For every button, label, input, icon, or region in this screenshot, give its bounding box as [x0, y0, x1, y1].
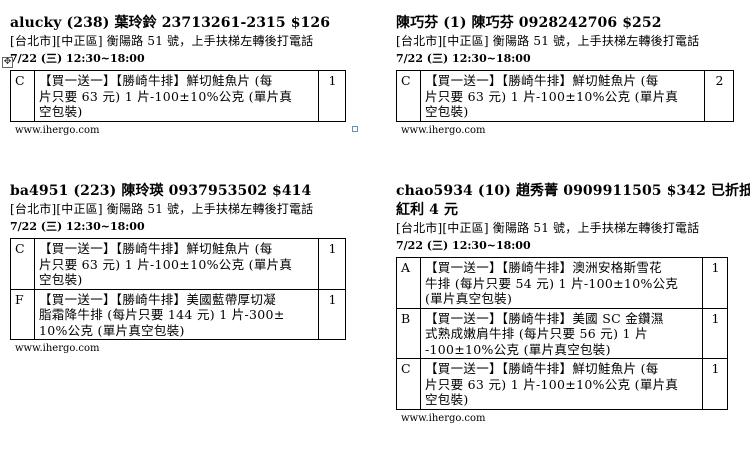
pickup-time: 7/22 (三) 12:30~18:00: [10, 220, 145, 233]
order-card-chen: 陳巧芬 (1) 陳巧芬 0928242706 $252 [台北市][中正區] 衡…: [396, 14, 746, 137]
desc-line: 空包裝): [425, 392, 469, 407]
order-table: C 【買一送一】【勝崎牛排】鮮切鮭魚片 (每 片只要 63 元) 1 片-100…: [396, 70, 734, 122]
site-url: www.ihergo.com: [401, 412, 486, 424]
item-quantity: 1: [318, 70, 346, 122]
site-url: www.ihergo.com: [15, 124, 100, 136]
pickup-time: 7/22 (三) 12:30~18:00: [10, 52, 145, 65]
resize-handle-icon[interactable]: [352, 126, 358, 132]
pickup-address: [台北市][中正區] 衡陽路 51 號，上手扶梯左轉後打電話: [396, 221, 700, 235]
move-handle-icon[interactable]: ✥: [2, 57, 13, 68]
desc-line: (單片真空包裝): [425, 291, 513, 306]
item-description: 【買一送一】【勝崎牛排】美國藍帶厚切凝 脂霜降牛排 (每片只要 144 元) 1…: [34, 288, 319, 340]
desc-line: 【買一送一】【勝崎牛排】鮮切鮭魚片 (每: [425, 361, 659, 376]
item-code: C: [396, 70, 421, 122]
customer-header-continued: 紅利 4 元: [396, 202, 459, 218]
desc-line: 【買一送一】【勝崎牛排】美國藍帶厚切凝: [39, 291, 276, 307]
item-description: 【買一送一】【勝崎牛排】鮮切鮭魚片 (每 片只要 63 元) 1 片-100±1…: [420, 70, 705, 122]
table-row: B 【買一送一】【勝崎牛排】美國 SC 金鑽濕 式熟成嫩肩牛排 (每片只要 56…: [396, 307, 728, 359]
item-quantity: 1: [702, 257, 728, 309]
desc-line: 片只要 63 元) 1 片-100±10%公克 (單片真: [425, 88, 679, 104]
desc-line: 牛排 (每片只要 54 元) 1 片-100±10%公克: [425, 275, 679, 291]
item-code: F: [10, 288, 35, 340]
item-code: C: [396, 358, 421, 410]
table-row: C 【買一送一】【勝崎牛排】鮮切鮭魚片 (每 片只要 63 元) 1 片-100…: [10, 238, 346, 290]
pickup-address: [台北市][中正區] 衡陽路 51 號，上手扶梯左轉後打電話: [10, 202, 314, 216]
table-row: C 【買一送一】【勝崎牛排】鮮切鮭魚片 (每 片只要 63 元) 1 片-100…: [396, 358, 728, 410]
item-quantity: 2: [704, 70, 734, 122]
pickup-time: 7/22 (三) 12:30~18:00: [396, 52, 531, 65]
desc-line: 空包裝): [39, 104, 83, 119]
order-table: C 【買一送一】【勝崎牛排】鮮切鮭魚片 (每 片只要 63 元) 1 片-100…: [10, 70, 346, 122]
item-code: A: [396, 257, 421, 309]
pickup-time: 7/22 (三) 12:30~18:00: [396, 239, 531, 252]
item-quantity: 1: [318, 238, 346, 290]
site-url: www.ihergo.com: [401, 124, 486, 136]
item-description: 【買一送一】【勝崎牛排】鮮切鮭魚片 (每 片只要 63 元) 1 片-100±1…: [34, 238, 319, 290]
order-card-chao5934: chao5934 (10) 趙秀菁 0909911505 $342 已折抵 紅利…: [396, 182, 750, 425]
desc-line: 【買一送一】【勝崎牛排】澳洲安格斯雪花: [425, 260, 662, 275]
desc-line: 【買一送一】【勝崎牛排】鮮切鮭魚片 (每: [39, 241, 273, 256]
desc-line: 式熟成嫩肩牛排 (每片只要 56 元) 1 片: [425, 326, 648, 341]
table-row: C 【買一送一】【勝崎牛排】鮮切鮭魚片 (每 片只要 63 元) 1 片-100…: [10, 70, 346, 122]
item-code: B: [396, 307, 421, 359]
desc-line: 片只要 63 元) 1 片-100±10%公克 (單片真: [39, 88, 293, 104]
item-quantity: 1: [702, 358, 728, 410]
pickup-address: [台北市][中正區] 衡陽路 51 號，上手扶梯左轉後打電話: [396, 34, 700, 48]
desc-line: 片只要 63 元) 1 片-100±10%公克 (單片真: [39, 256, 293, 272]
customer-header: ba4951 (223) 陳玲瑛 0937953502 $414: [10, 183, 312, 199]
desc-line: 【買一送一】【勝崎牛排】鮮切鮭魚片 (每: [39, 73, 273, 88]
desc-line: 【買一送一】【勝崎牛排】鮮切鮭魚片 (每: [425, 73, 659, 88]
table-row: F 【買一送一】【勝崎牛排】美國藍帶厚切凝 脂霜降牛排 (每片只要 144 元)…: [10, 288, 346, 340]
desc-line: 10%公克 (單片真空包裝): [39, 322, 185, 338]
customer-header: alucky (238) 葉玲鈴 23713261-2315 $126: [10, 15, 331, 31]
table-row: A 【買一送一】【勝崎牛排】澳洲安格斯雪花 牛排 (每片只要 54 元) 1 片…: [396, 257, 728, 309]
desc-line: 片只要 63 元) 1 片-100±10%公克 (單片真: [425, 376, 679, 392]
desc-line: 空包裝): [425, 104, 469, 119]
item-description: 【買一送一】【勝崎牛排】澳洲安格斯雪花 牛排 (每片只要 54 元) 1 片-1…: [420, 257, 703, 309]
item-code: C: [10, 238, 35, 290]
item-description: 【買一送一】【勝崎牛排】鮮切鮭魚片 (每 片只要 63 元) 1 片-100±1…: [420, 358, 703, 410]
desc-line: 脂霜降牛排 (每片只要 144 元) 1 片-300±: [39, 307, 285, 322]
desc-line: -100±10%公克 (單片真空包裝): [425, 341, 611, 357]
desc-line: 空包裝): [39, 272, 83, 287]
customer-header: 陳巧芬 (1) 陳巧芬 0928242706 $252: [396, 15, 662, 31]
customer-header: chao5934 (10) 趙秀菁 0909911505 $342 已折抵: [396, 183, 750, 199]
order-card-ba4951: ba4951 (223) 陳玲瑛 0937953502 $414 [台北市][中…: [10, 182, 355, 355]
order-table: C 【買一送一】【勝崎牛排】鮮切鮭魚片 (每 片只要 63 元) 1 片-100…: [10, 238, 346, 340]
item-description: 【買一送一】【勝崎牛排】美國 SC 金鑽濕 式熟成嫩肩牛排 (每片只要 56 元…: [420, 307, 703, 359]
item-quantity: 1: [318, 288, 346, 340]
item-code: C: [10, 70, 35, 122]
order-table: A 【買一送一】【勝崎牛排】澳洲安格斯雪花 牛排 (每片只要 54 元) 1 片…: [396, 257, 728, 410]
order-card-alucky: alucky (238) 葉玲鈴 23713261-2315 $126 [台北市…: [10, 14, 355, 137]
table-row: C 【買一送一】【勝崎牛排】鮮切鮭魚片 (每 片只要 63 元) 1 片-100…: [396, 70, 734, 122]
item-description: 【買一送一】【勝崎牛排】鮮切鮭魚片 (每 片只要 63 元) 1 片-100±1…: [34, 70, 319, 122]
pickup-address: [台北市][中正區] 衡陽路 51 號，上手扶梯左轉後打電話: [10, 34, 314, 48]
desc-line: 【買一送一】【勝崎牛排】美國 SC 金鑽濕: [425, 310, 664, 326]
site-url: www.ihergo.com: [15, 343, 100, 354]
item-quantity: 1: [702, 307, 728, 359]
